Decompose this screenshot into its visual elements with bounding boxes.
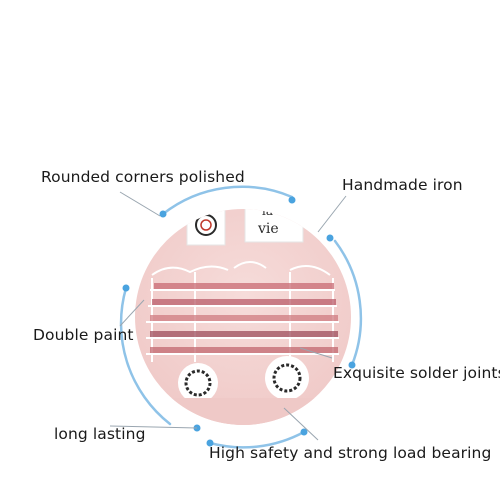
nail-polish-bottles — [150, 283, 338, 353]
decor-wheel-right — [265, 356, 309, 400]
framed-poster-left — [186, 209, 226, 246]
feature-label-rounded-corners: Rounded corners polished — [41, 168, 245, 186]
feature-label-solder-joints: Exquisite solder joints — [333, 364, 500, 382]
leader-lines — [109, 191, 347, 441]
poster-text-line1: la — [262, 204, 273, 218]
decor-wheel-left — [178, 363, 218, 403]
feature-label-handmade-iron: Handmade iron — [342, 176, 463, 194]
framed-poster-right: la vie — [244, 204, 304, 243]
feature-label-double-paint: Double paint — [33, 326, 134, 344]
ring-arcs — [119, 185, 363, 449]
product-photo: la vie — [135, 204, 351, 425]
feature-label-high-safety: High safety and strong load bearing — [209, 444, 492, 462]
nail-polish-rack — [146, 261, 339, 362]
feature-label-long-lasting: long lasting — [54, 425, 146, 443]
poster-text-line2: vie — [257, 221, 279, 237]
